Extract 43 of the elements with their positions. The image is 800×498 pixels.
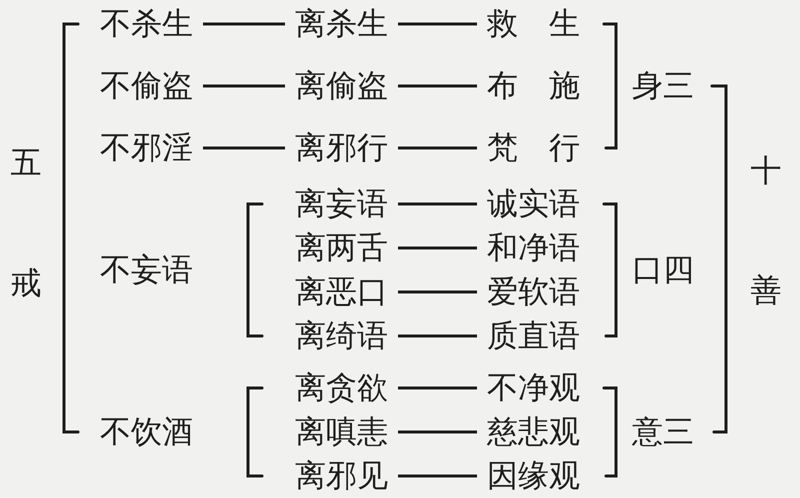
term-text: 质直语 [487, 318, 580, 354]
connector-line [398, 474, 477, 478]
term-text: 离偷盗 [295, 68, 388, 104]
term-text: 离邪行 [295, 130, 388, 166]
connector-line [398, 386, 477, 390]
connector-line [398, 334, 477, 338]
connector-line [203, 146, 285, 150]
term-text: 离恶口 [295, 274, 388, 310]
term-text: 不杀生 [100, 6, 193, 42]
term-text: 诚实语 [487, 186, 580, 222]
term-text: 离贪欲 [295, 370, 388, 406]
group-label: 十善 [748, 130, 784, 362]
term-text: 不偷盗 [100, 68, 193, 104]
connector-line [398, 430, 477, 434]
term-text: 不妄语 [100, 252, 193, 288]
term-text: 离嗔恚 [295, 414, 388, 450]
connector-line [398, 290, 477, 294]
term-text: 不净观 [487, 370, 580, 406]
group-label: 口四 [632, 252, 694, 288]
term-text: 离妄语 [295, 186, 388, 222]
connector-line [203, 84, 285, 88]
term-text: 离两舌 [295, 230, 388, 266]
term-text: 离绮语 [295, 318, 388, 354]
connector-line [398, 84, 477, 88]
term-text: 布施 [487, 68, 580, 104]
term-text: 离邪见 [295, 458, 388, 494]
connector-line [203, 22, 285, 26]
term-text: 和净语 [487, 230, 580, 266]
connector-line [398, 246, 477, 250]
connector-line [398, 146, 477, 150]
term-text: 不饮酒 [100, 414, 193, 450]
term-text: 不邪淫 [100, 130, 193, 166]
connector-line [398, 202, 477, 206]
group-label: 五戒 [8, 125, 44, 358]
term-text: 爱软语 [487, 274, 580, 310]
term-text: 离杀生 [295, 6, 388, 42]
term-text: 救生 [487, 6, 580, 42]
term-text: 慈悲观 [487, 414, 580, 450]
connector-line [398, 22, 477, 26]
group-label: 身三 [632, 68, 694, 104]
group-label: 意三 [632, 414, 694, 450]
term-text: 梵行 [487, 130, 580, 166]
term-text: 因缘观 [487, 458, 580, 494]
